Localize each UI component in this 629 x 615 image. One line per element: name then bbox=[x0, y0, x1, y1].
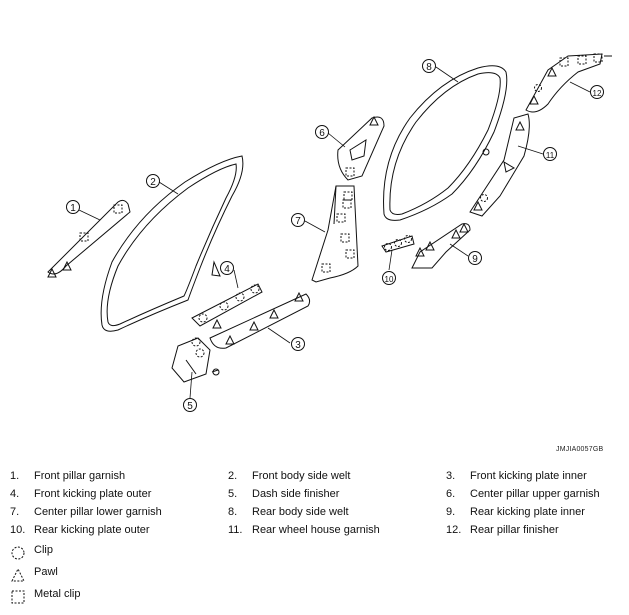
clip-icon bbox=[219, 301, 229, 311]
pawl-icon bbox=[212, 318, 222, 329]
svg-text:10: 10 bbox=[385, 275, 394, 284]
pawl-icon bbox=[515, 120, 525, 131]
pawl-icon bbox=[547, 66, 557, 77]
clip-icon bbox=[195, 348, 205, 358]
rear-pillar-finisher bbox=[525, 53, 612, 113]
clip-icon bbox=[198, 313, 208, 323]
legend-pawl: Pawl bbox=[0, 566, 200, 582]
legend-clip: Clip bbox=[0, 544, 200, 560]
rear-kicking-plate-outer bbox=[381, 235, 415, 253]
front-pillar-garnish bbox=[47, 199, 131, 278]
pawl-icon bbox=[459, 222, 469, 233]
svg-text:1: 1 bbox=[70, 203, 76, 214]
svg-text:11: 11 bbox=[546, 151, 555, 160]
clip-icon bbox=[404, 235, 412, 243]
clip-icon bbox=[480, 194, 488, 202]
metal-clip-icon bbox=[345, 249, 355, 259]
clip-icon bbox=[235, 292, 245, 302]
pawl-icon bbox=[369, 115, 379, 126]
pawl-icon bbox=[269, 308, 279, 319]
svg-text:5: 5 bbox=[187, 401, 193, 412]
pawl-icon bbox=[11, 567, 25, 582]
svg-text:2: 2 bbox=[150, 177, 156, 188]
callout-7: 7 bbox=[291, 213, 305, 227]
svg-text:12: 12 bbox=[593, 89, 602, 98]
metal-clip-icon bbox=[577, 55, 587, 65]
front-kicking-plate-inner bbox=[209, 291, 311, 349]
pawl-icon bbox=[294, 291, 304, 302]
callout-4: 4 bbox=[220, 261, 234, 275]
callout-2: 2 bbox=[146, 174, 160, 188]
callout-5: 5 bbox=[183, 398, 197, 412]
metal-clip-icon bbox=[11, 590, 25, 604]
dash-side-finisher bbox=[171, 337, 220, 383]
pawl-icon bbox=[451, 228, 461, 239]
callout-6: 6 bbox=[315, 125, 329, 139]
pawl-icon bbox=[47, 267, 57, 278]
callout-3: 3 bbox=[291, 337, 305, 351]
metal-clip-icon bbox=[593, 53, 603, 63]
svg-text:4: 4 bbox=[224, 264, 230, 275]
pawl-icon bbox=[425, 240, 435, 251]
metal-clip-icon bbox=[340, 233, 350, 243]
metal-clip-icon bbox=[113, 204, 123, 214]
center-pillar-upper-garnish bbox=[337, 115, 385, 181]
rear-wheel-house-garnish bbox=[469, 113, 530, 217]
figure-code: JMJIA0057GB bbox=[556, 446, 604, 453]
center-pillar-lower-garnish bbox=[311, 185, 359, 283]
svg-text:9: 9 bbox=[472, 254, 478, 265]
callout-10: 10 bbox=[382, 271, 396, 285]
callouts: 1 2 3 4 5 6 7 8 9 10 11 12 bbox=[66, 59, 604, 412]
parts-diagram: 1 2 3 4 5 6 7 8 9 10 11 12 bbox=[47, 53, 612, 412]
metal-clip-icon bbox=[321, 263, 331, 273]
leader-lines bbox=[78, 66, 591, 399]
callout-8: 8 bbox=[422, 59, 436, 73]
rear-kicking-plate-inner bbox=[411, 222, 471, 269]
svg-text:7: 7 bbox=[295, 216, 301, 227]
clip-icon bbox=[191, 337, 201, 347]
front-kicking-plate-outer bbox=[191, 283, 263, 327]
callout-12: 12 bbox=[590, 85, 604, 99]
callout-11: 11 bbox=[543, 147, 557, 161]
svg-text:3: 3 bbox=[295, 340, 301, 351]
pawl-icon bbox=[529, 94, 539, 105]
clip-icon bbox=[11, 546, 25, 560]
svg-text:8: 8 bbox=[426, 62, 432, 73]
metal-clip-icon bbox=[345, 167, 355, 177]
legend-metal-clip: Metal clip bbox=[0, 588, 200, 604]
pawl-icon bbox=[415, 246, 425, 257]
svg-text:6: 6 bbox=[319, 128, 325, 139]
clip-icon bbox=[534, 84, 542, 92]
clip-icon bbox=[250, 284, 260, 294]
metal-clip-icon bbox=[336, 213, 346, 223]
metal-clip-icon bbox=[343, 191, 353, 201]
pawl-icon bbox=[473, 200, 483, 211]
callout-1: 1 bbox=[66, 200, 80, 214]
pawl-icon bbox=[225, 334, 235, 345]
metal-clip-icon bbox=[342, 199, 352, 209]
pawl-icon bbox=[62, 260, 72, 271]
pawl-icon bbox=[249, 320, 259, 331]
clip-icon bbox=[384, 243, 392, 251]
front-body-side-welt bbox=[100, 155, 244, 332]
metal-clip-icon bbox=[79, 232, 89, 242]
clip-icon bbox=[394, 239, 402, 247]
callout-9: 9 bbox=[468, 251, 482, 265]
rear-body-side-welt bbox=[383, 65, 508, 221]
metal-clip-icon bbox=[559, 57, 569, 67]
